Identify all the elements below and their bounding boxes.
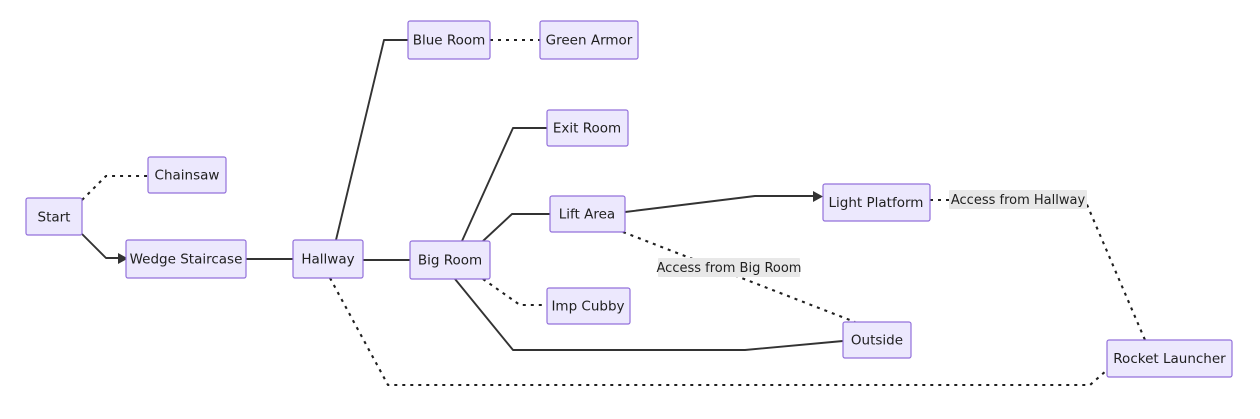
edge-label-text-access-from-hallway: Access from Hallway — [951, 193, 1086, 208]
edge-light-platform-to-rocket-launcher — [930, 198, 1146, 341]
node-rect-exit-room[interactable] — [546, 109, 629, 147]
node-start[interactable]: Start — [25, 197, 83, 236]
node-rect-light-platform[interactable] — [822, 183, 931, 222]
edge-big-room-to-outside — [454, 278, 844, 351]
node-rect-rocket-launcher[interactable] — [1106, 339, 1233, 378]
node-imp-cubby[interactable]: Imp Cubby — [546, 287, 631, 325]
node-chainsaw[interactable]: Chainsaw — [147, 156, 227, 194]
edge-big-room-to-lift-area — [482, 213, 550, 242]
node-rect-outside[interactable] — [842, 321, 912, 359]
node-hallway[interactable]: Hallway — [292, 239, 364, 279]
node-rect-start[interactable] — [25, 197, 83, 236]
node-rect-chainsaw[interactable] — [147, 156, 227, 194]
edge-label-bg-access-from-hallway — [949, 190, 1087, 209]
node-wedge-staircase[interactable]: Wedge Staircase — [125, 239, 247, 279]
node-label-rocket-launcher: Rocket Launcher — [1113, 351, 1226, 367]
node-label-lift-area: Lift Area — [559, 207, 615, 223]
node-label-blue-room: Blue Room — [413, 33, 486, 49]
node-rocket-launcher[interactable]: Rocket Launcher — [1106, 339, 1233, 378]
node-light-platform[interactable]: Light Platform — [822, 183, 931, 222]
edge-label-layer: Access from Big Room Access from Hallway — [657, 190, 1087, 277]
node-rect-blue-room[interactable] — [407, 20, 491, 60]
node-rect-imp-cubby[interactable] — [546, 287, 631, 325]
node-label-start: Start — [38, 210, 71, 226]
node-rect-hallway[interactable] — [292, 239, 364, 279]
edge-hallway-to-blue-room — [335, 39, 408, 241]
node-label-hallway: Hallway — [301, 252, 354, 268]
node-big-room[interactable]: Big Room — [409, 240, 491, 280]
node-exit-room[interactable]: Exit Room — [546, 109, 629, 147]
arrowhead-light-platform — [813, 191, 823, 202]
edge-big-room-to-exit-room — [461, 127, 547, 242]
edge-label-text-access-from-big-room: Access from Big Room — [657, 261, 802, 276]
node-label-green-armor: Green Armor — [546, 33, 633, 49]
node-blue-room[interactable]: Blue Room — [407, 20, 491, 60]
node-rect-green-armor[interactable] — [539, 20, 639, 60]
node-label-imp-cubby: Imp Cubby — [551, 299, 624, 315]
node-layer: Start Chainsaw Wedge Staircase Hallway B… — [25, 20, 1233, 378]
node-outside[interactable]: Outside — [842, 321, 912, 359]
edge-lift-area-to-outside — [622, 231, 856, 323]
node-lift-area[interactable]: Lift Area — [549, 195, 626, 233]
node-label-outside: Outside — [851, 333, 903, 349]
arrowhead-wedge-staircase — [118, 253, 128, 264]
edge-big-room-to-imp-cubby — [482, 278, 547, 307]
edge-start-to-chainsaw — [81, 174, 148, 201]
edge-hallway-to-rocket-launcher — [329, 277, 1108, 387]
node-label-light-platform: Light Platform — [829, 195, 924, 211]
node-label-exit-room: Exit Room — [553, 121, 621, 137]
edge-start-to-wedge-staircase — [81, 233, 118, 259]
node-green-armor[interactable]: Green Armor — [539, 20, 639, 60]
node-rect-big-room[interactable] — [409, 240, 491, 280]
node-label-wedge-staircase: Wedge Staircase — [130, 252, 243, 268]
edge-label-access-from-hallway: Access from Hallway — [949, 190, 1087, 209]
edge-label-access-from-big-room: Access from Big Room — [657, 258, 802, 277]
edge-lift-area-to-light-platform — [624, 195, 813, 213]
node-label-big-room: Big Room — [418, 253, 482, 269]
node-rect-wedge-staircase[interactable] — [125, 239, 247, 279]
node-label-chainsaw: Chainsaw — [155, 168, 220, 184]
node-rect-lift-area[interactable] — [549, 195, 626, 233]
edge-label-bg-access-from-big-room — [658, 258, 800, 277]
